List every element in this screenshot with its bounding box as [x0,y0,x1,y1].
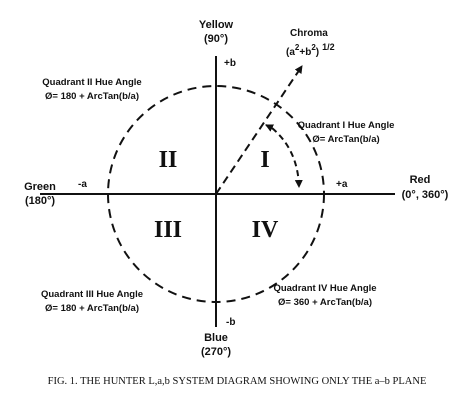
red-label: Red [410,174,431,186]
hue-angle-arc-start-arrow [265,124,275,132]
quadrant-two-formula: Ø= 180 + ArcTan(b/a) [45,91,139,102]
plus-b-label: +b [224,58,236,69]
quadrant-one-numeral: I [260,147,269,173]
quadrant-three-title: Quadrant III Hue Angle [41,289,143,300]
chroma-vector [215,65,303,195]
red-angle: (0°, 360°) [402,189,449,201]
quadrant-four-numeral: IV [252,217,279,243]
quadrant-two-numeral: II [159,147,178,173]
green-label: Green [24,181,56,193]
quadrant-two-title: Quadrant II Hue Angle [42,77,141,88]
quadrant-four-formula: Ø= 360 + ArcTan(b/a) [278,297,372,308]
blue-angle: (270°) [201,346,231,358]
minus-b-label: -b [226,317,235,328]
quadrant-three-formula: Ø= 180 + ArcTan(b/a) [45,303,139,314]
minus-a-label: -a [78,179,87,190]
figure-caption: FIG. 1. THE HUNTER L,a,b SYSTEM DIAGRAM … [48,376,427,387]
plus-a-label: +a [336,179,348,190]
blue-label: Blue [204,332,228,344]
green-angle: (180°) [25,195,55,207]
hue-angle-arc [271,127,303,188]
quadrant-four-title: Quadrant IV Hue Angle [273,283,376,294]
quadrant-one-formula: Ø= ArcTan(b/a) [312,134,379,145]
yellow-angle: (90°) [204,33,228,45]
yellow-label: Yellow [199,19,234,31]
chroma-label: Chroma [290,28,328,39]
chroma-formula: (a2+b2)1/2 [286,42,335,58]
quadrant-three-numeral: III [154,217,182,243]
quadrant-one-title: Quadrant I Hue Angle [298,120,395,131]
